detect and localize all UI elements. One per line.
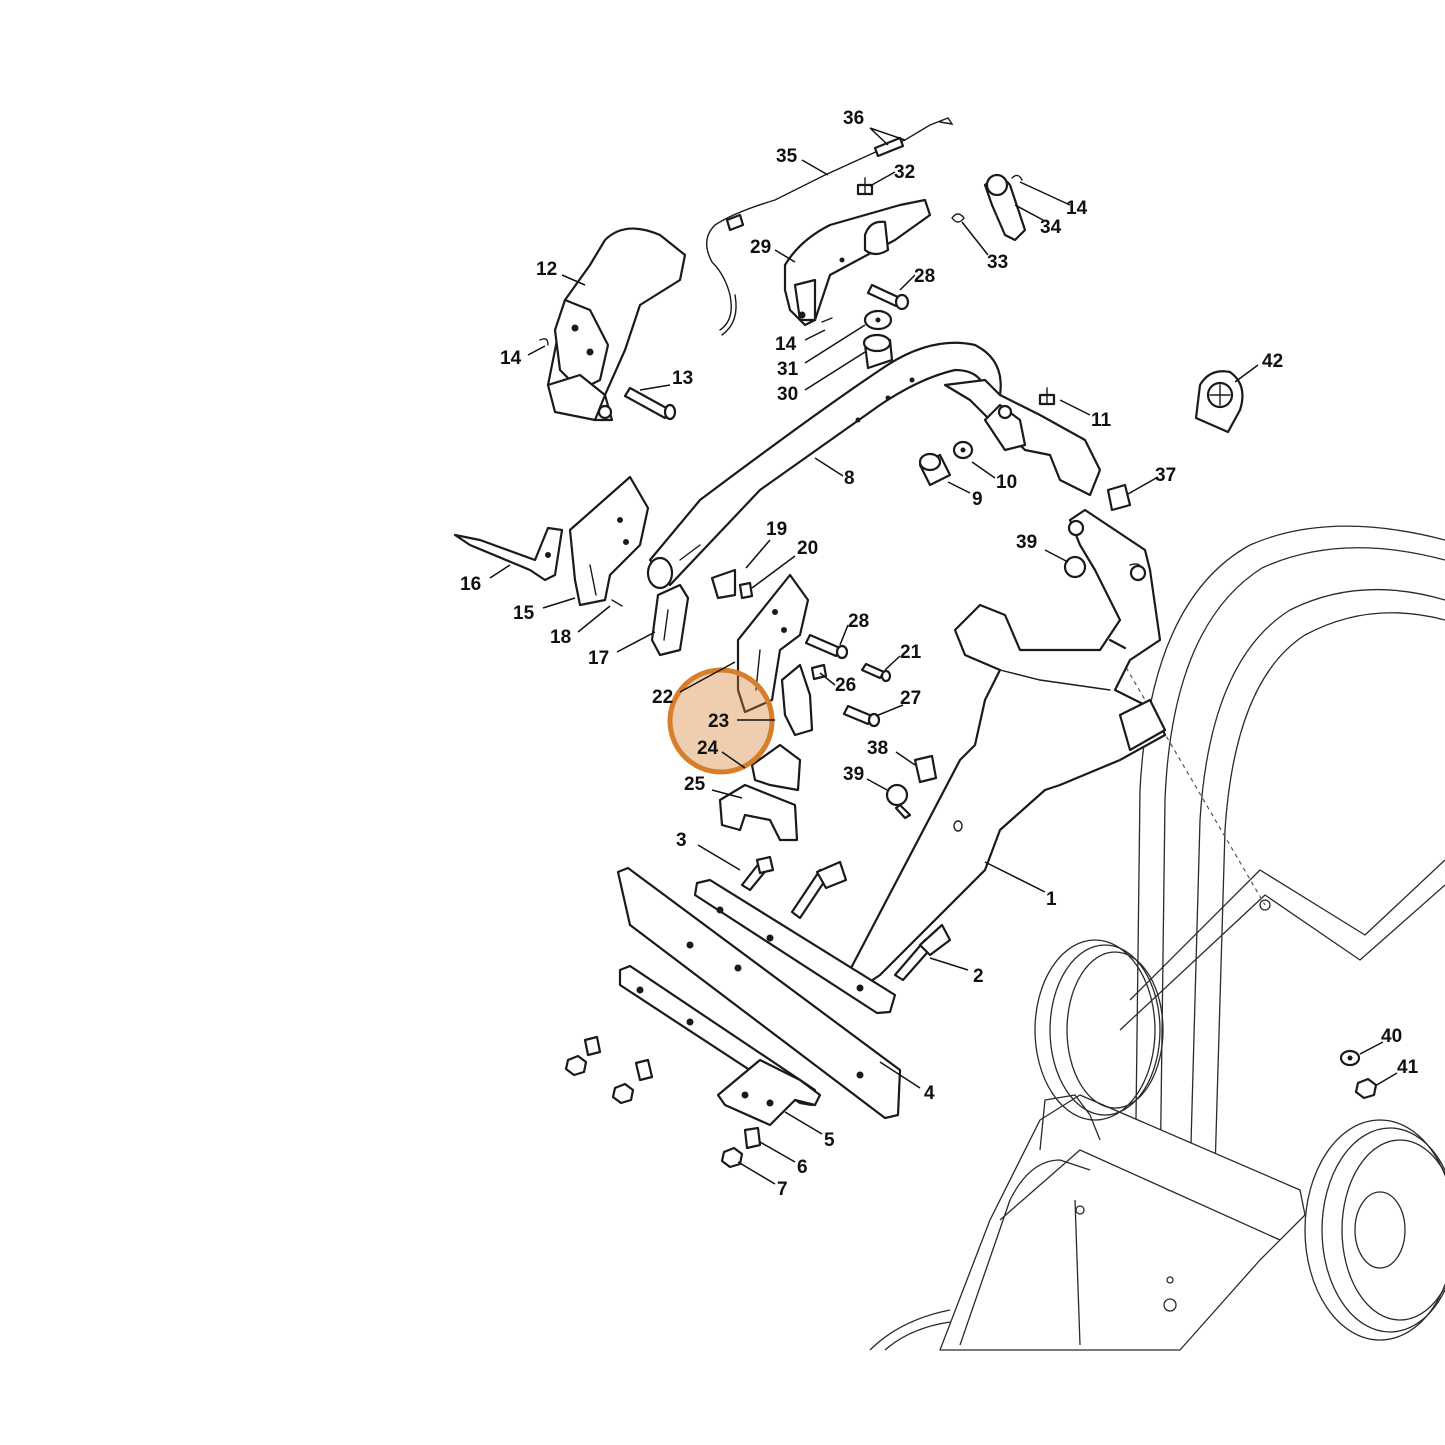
callout-38: 38 — [867, 738, 888, 759]
part-9-spacer — [918, 452, 952, 487]
part-8-handle-tube — [646, 341, 1002, 590]
callout-23: 23 — [708, 711, 729, 732]
callout-27: 27 — [900, 688, 921, 709]
part-21-screw — [860, 662, 892, 683]
part-14-clip-top-right — [1011, 174, 1023, 181]
callout-40: 40 — [1381, 1026, 1402, 1047]
part-39-knob-upper — [1063, 555, 1087, 579]
callout-36: 36 — [843, 108, 864, 129]
callout-28-lower: 28 — [848, 611, 869, 632]
mower-body-outline — [869, 525, 1445, 1351]
part-2-stud — [893, 923, 952, 982]
callout-33: 33 — [987, 252, 1008, 273]
callout-37: 37 — [1155, 465, 1176, 486]
callout-5: 5 — [824, 1130, 835, 1151]
part-32-screw — [856, 177, 874, 196]
part-3-bolt — [740, 855, 775, 892]
callout-26: 26 — [835, 675, 856, 696]
part-11-screw — [1038, 387, 1056, 406]
part-40-washer — [1339, 1049, 1361, 1067]
callout-3: 3 — [676, 830, 687, 851]
part-6-spring-washer — [743, 1126, 762, 1150]
part-17-plate — [650, 583, 690, 657]
callout-12: 12 — [536, 259, 557, 280]
part-37-bolt — [1106, 483, 1132, 512]
callout-42: 42 — [1262, 351, 1283, 372]
callout-22: 22 — [652, 687, 673, 708]
part-28-screw-upper — [866, 283, 910, 311]
part-14-clip-left — [539, 338, 549, 346]
part-11-bracket — [943, 378, 1102, 497]
callout-11: 11 — [1091, 410, 1112, 431]
callout-16: 16 — [460, 574, 481, 595]
callout-25: 25 — [684, 774, 706, 795]
callout-14-left: 14 — [500, 348, 522, 369]
callout-4: 4 — [924, 1083, 935, 1104]
part-18-pin — [611, 599, 623, 607]
part-27-screw — [842, 704, 881, 728]
callout-14-center: 14 — [775, 334, 797, 355]
leader-lines — [489, 127, 1398, 1185]
part-7-nut — [720, 1146, 744, 1169]
part-25-holder — [718, 783, 799, 842]
part-20-spacer — [738, 581, 754, 600]
callout-24: 24 — [697, 738, 719, 759]
callout-35: 35 — [776, 146, 798, 167]
mounting-strip — [693, 878, 897, 1015]
part-31-washer — [863, 309, 893, 331]
callout-15: 15 — [513, 603, 535, 624]
callout-9: 9 — [972, 489, 983, 510]
part-19-clamp — [710, 568, 737, 600]
part-14-clip-center — [821, 317, 833, 323]
callout-31: 31 — [777, 359, 799, 380]
part-34-knob — [983, 173, 1027, 242]
callout-20: 20 — [797, 538, 818, 559]
callout-32: 32 — [894, 162, 915, 183]
part-35-cable — [706, 117, 954, 336]
callout-21: 21 — [900, 642, 922, 663]
callout-19: 19 — [766, 519, 787, 540]
part-1-frame-bracket — [848, 508, 1167, 987]
callout-7: 7 — [777, 1179, 788, 1200]
part-38-screw — [913, 754, 938, 784]
callout-1: 1 — [1046, 889, 1057, 910]
part-4-plate — [616, 866, 902, 1120]
callout-41: 41 — [1397, 1057, 1419, 1078]
part-23-bracket — [780, 663, 814, 737]
part-33-spring — [951, 213, 965, 223]
part-29-cable-holder — [783, 198, 932, 327]
callout-2: 2 — [973, 966, 984, 987]
callout-30: 30 — [777, 384, 798, 405]
callout-18: 18 — [550, 627, 571, 648]
callout-8: 8 — [844, 468, 855, 489]
callout-34: 34 — [1040, 217, 1062, 238]
part-13-pin — [623, 386, 677, 421]
part-10-washer — [952, 440, 974, 460]
part-42-adjuster — [1194, 370, 1244, 434]
part-30-spacer — [862, 333, 894, 370]
callout-13: 13 — [672, 368, 693, 389]
part-5-bracket — [716, 1058, 822, 1127]
stud-bolt-center — [790, 860, 848, 920]
part-12-lever-housing — [546, 227, 687, 422]
part-41-nut — [1354, 1077, 1378, 1100]
nut-group-left — [564, 1035, 654, 1105]
callout-10: 10 — [996, 472, 1017, 493]
callout-29: 29 — [750, 237, 771, 258]
callout-6: 6 — [797, 1157, 808, 1178]
part-28-screw-lower — [804, 633, 849, 660]
callout-39-lower: 39 — [843, 764, 864, 785]
part-39-knob-lower — [885, 783, 912, 820]
callout-14-top-right: 14 — [1066, 198, 1088, 219]
part-15-plate — [568, 475, 650, 607]
part-16-lever — [453, 526, 564, 582]
callout-17: 17 — [588, 648, 609, 669]
callout-28-upper: 28 — [914, 266, 935, 287]
part-24-clamp — [750, 743, 802, 792]
callout-labels: 1 2 3 4 5 6 7 8 9 10 11 12 13 14 14 14 1… — [460, 108, 1419, 1200]
callout-39-upper: 39 — [1016, 532, 1037, 553]
